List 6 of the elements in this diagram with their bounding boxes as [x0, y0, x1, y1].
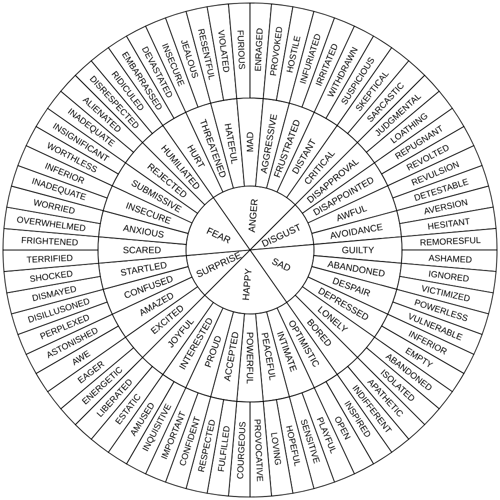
wheel-segment: ASHAMED: [401, 250, 498, 272]
wheel-segment: COURGEOUS: [228, 401, 250, 498]
wheel-segment: REMORESFUL: [401, 228, 498, 250]
wheel-segment: FURIOUS: [228, 2, 250, 99]
wheel-segment: TERRIFIED: [2, 250, 99, 272]
wheel-segment: PROVOCATIVE: [250, 401, 272, 498]
